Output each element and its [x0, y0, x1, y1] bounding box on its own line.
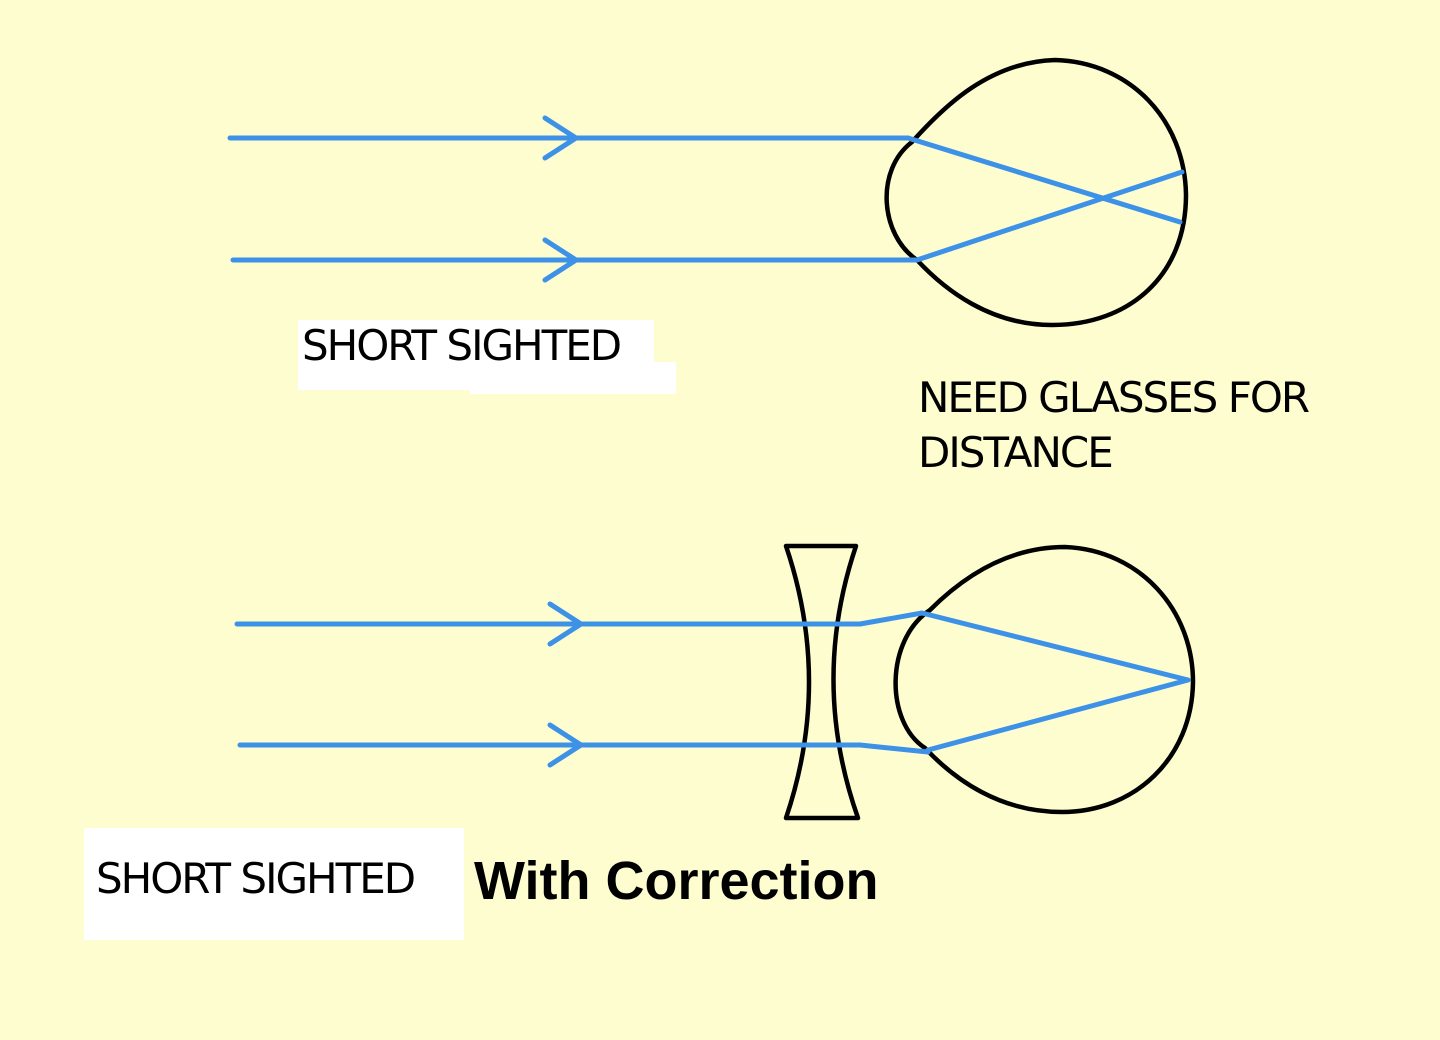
- arrowhead-lower: [542, 237, 579, 283]
- short-sighted-label-top: SHORT SIGHTED: [302, 321, 622, 370]
- refracted-ray-upper: [905, 135, 1183, 225]
- diverging-ray-upper: [857, 610, 925, 627]
- short-sighted-label-bottom: SHORT SIGHTED: [96, 854, 416, 903]
- concave-lens: [783, 543, 861, 821]
- need-glasses-note-line1: NEED GLASSES FOR: [918, 373, 1310, 422]
- focused-ray-lower: [925, 677, 1191, 753]
- arrowhead-upper: [542, 115, 579, 161]
- arrowhead-upper-corrected: [547, 601, 584, 647]
- with-correction-caption: With Correction: [474, 851, 879, 911]
- arrowhead-lower-corrected: [547, 722, 584, 768]
- eye-outline-corrected: [893, 544, 1196, 815]
- focused-ray-upper: [919, 610, 1191, 683]
- need-glasses-note-line2: DISTANCE: [918, 428, 1114, 477]
- diverging-ray-lower: [857, 742, 931, 755]
- label-patch-top-tail: [470, 362, 676, 394]
- label-patch-bottom: [84, 828, 464, 940]
- uncorrected-diagram: [227, 57, 1189, 328]
- corrected-diagram: [234, 543, 1196, 821]
- refracted-ray-lower: [914, 169, 1185, 263]
